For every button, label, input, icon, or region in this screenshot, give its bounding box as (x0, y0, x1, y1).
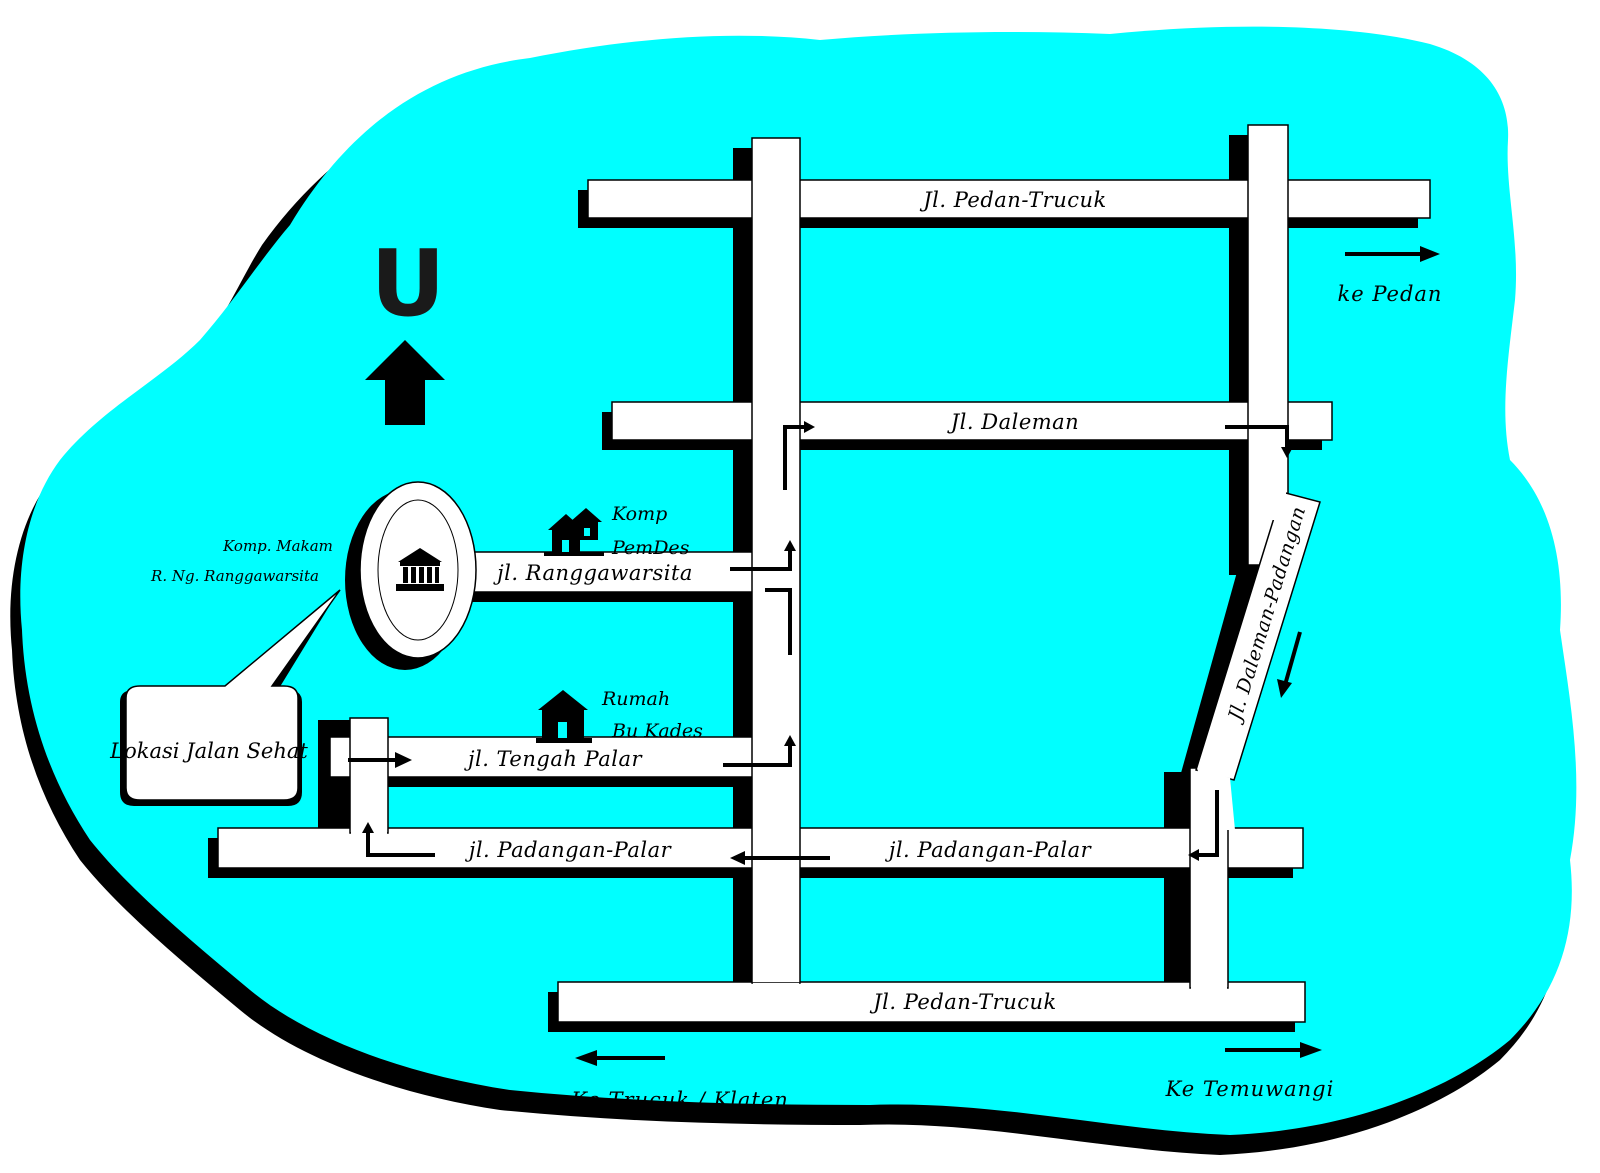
monument-icon (396, 548, 444, 591)
label-pedan-trucuk-top: Jl. Pedan-Trucuk (919, 188, 1107, 212)
houses-icon (544, 508, 604, 556)
dest-pedan: ke Pedan (1338, 282, 1443, 306)
pemdes-label-line2: PemDes (611, 537, 690, 559)
makam-label-line1: Komp. Makam (222, 537, 333, 555)
kades-label-line2: Bu Kades (611, 720, 703, 742)
dest-temuwangi: Ke Temuwangi (1165, 1077, 1335, 1101)
monument-oval (359, 481, 477, 659)
callout-label: Lokasi Jalan Sehat (109, 739, 308, 763)
arrow-heads (362, 246, 1440, 1066)
road-pedan-trucuk-top (587, 179, 1431, 219)
label-pedan-trucuk-bottom: Jl. Pedan-Trucuk (869, 990, 1057, 1014)
makam-label-line2: R. Ng. Ranggawarsita (150, 567, 319, 585)
road-ranggawarsita (464, 551, 766, 593)
callout-bubble (125, 589, 341, 801)
north-letter: U (371, 230, 446, 337)
label-padangan-palar-right: jl. Padangan-Palar (885, 838, 1093, 862)
north-arrow-icon (365, 340, 445, 425)
road-pedan-trucuk-bottom (557, 981, 1306, 1023)
road-daleman (611, 401, 1333, 441)
pemdes-label-line1: Komp (611, 503, 667, 525)
direction-arrows (348, 252, 1420, 1060)
label-daleman: Jl. Daleman (947, 410, 1079, 434)
label-ranggawarsita: jl. Ranggawarsita (493, 561, 693, 585)
label-padangan-palar-left: jl. Padangan-Palar (465, 838, 673, 862)
dest-trucuk-klaten: Ke Trucuk / Klaten (570, 1088, 789, 1112)
monument-oval-inner (377, 499, 459, 641)
label-tengah-palar: jl. Tengah Palar (464, 747, 644, 771)
house-icon (536, 690, 592, 743)
road-joints (351, 181, 1287, 1021)
kades-label-line1: Rumah (601, 688, 670, 710)
